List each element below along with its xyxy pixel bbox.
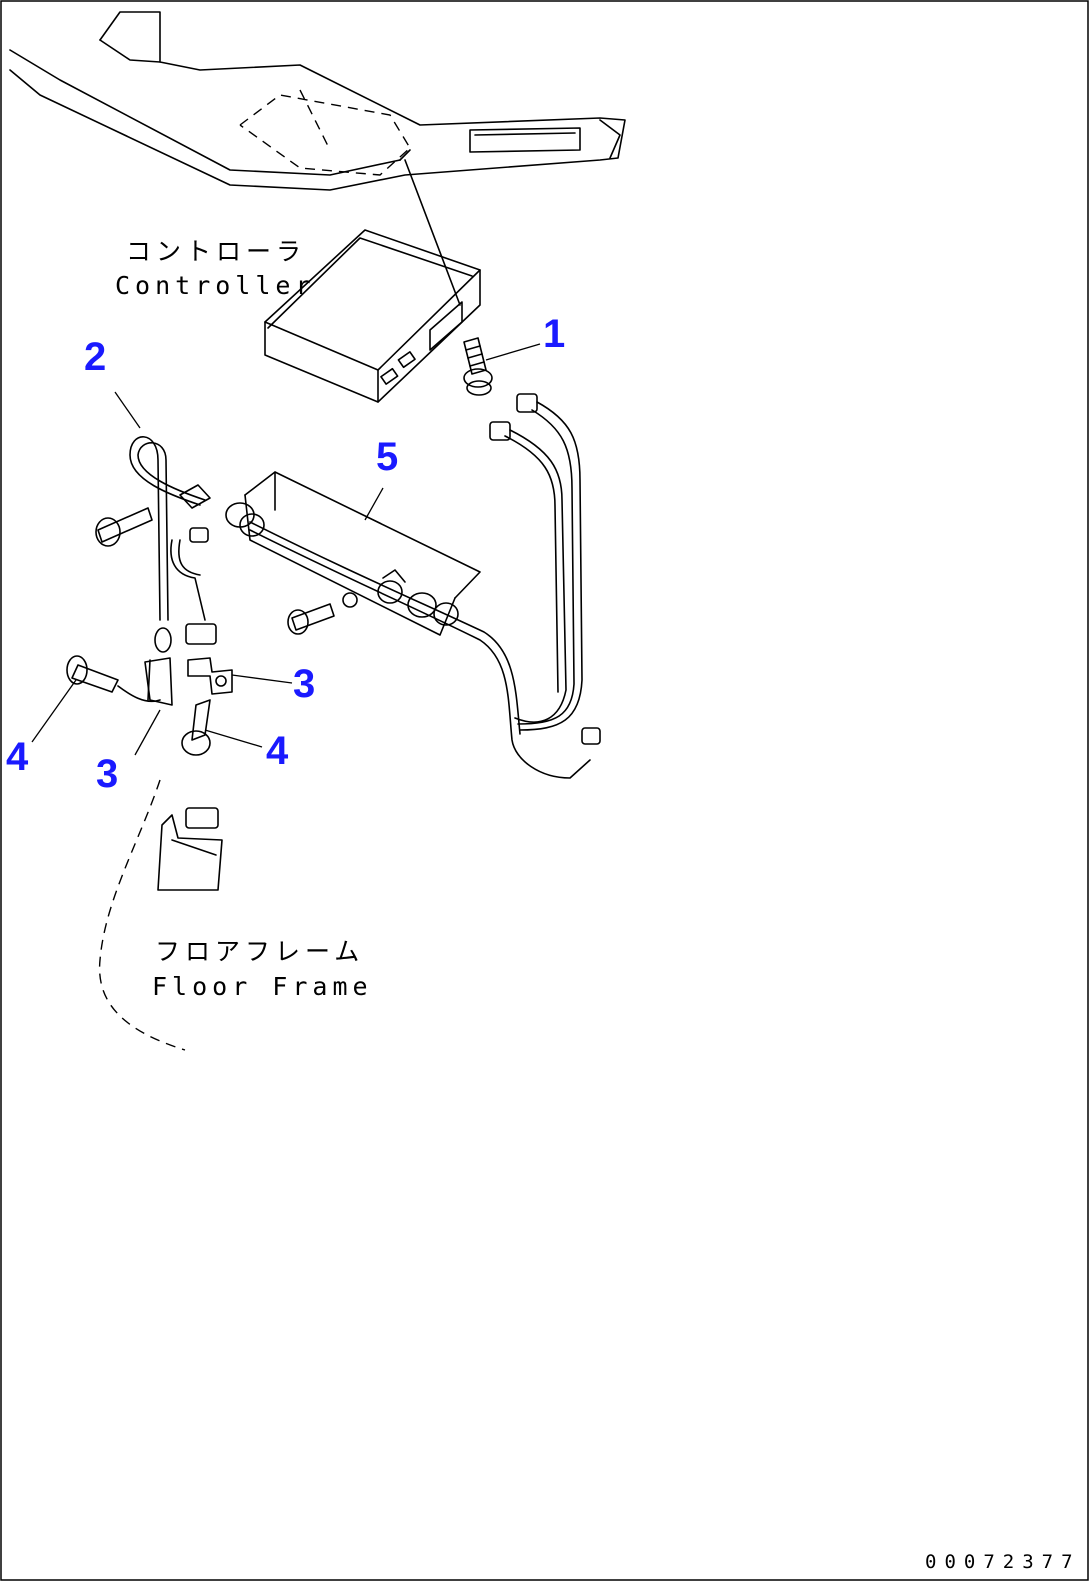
leader-lines xyxy=(31,343,541,756)
floor-frame-label-en: Floor Frame xyxy=(152,972,373,1001)
bolts xyxy=(66,507,358,756)
controller-label-en: Controller xyxy=(115,271,316,300)
bracket-5 xyxy=(179,471,481,636)
callout-5: 5 xyxy=(376,435,398,479)
controller-box xyxy=(264,149,481,403)
wire-harness xyxy=(249,393,601,779)
floor-frame-label-jp: フロアフレーム xyxy=(155,937,364,966)
bolt-1 xyxy=(463,337,493,396)
controller-label-jp: コントローラ xyxy=(126,237,306,266)
callout-4a: 4 xyxy=(6,735,29,779)
callout-3b: 3 xyxy=(96,752,118,796)
floor-frame xyxy=(98,779,223,1051)
dashboard-panel xyxy=(9,11,626,191)
harness-2 xyxy=(129,436,209,653)
callout-4b: 4 xyxy=(266,729,289,773)
callout-3a: 3 xyxy=(293,662,315,706)
callout-2: 2 xyxy=(84,335,106,379)
callout-1: 1 xyxy=(543,312,565,356)
drawing-code: 00072377 xyxy=(925,1551,1081,1573)
clip-3 xyxy=(144,623,233,706)
